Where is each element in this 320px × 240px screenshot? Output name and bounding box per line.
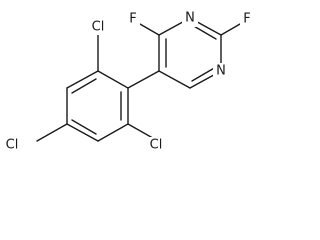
atom-label-cl-top: Cl bbox=[92, 20, 105, 35]
bond-ph4-ph5 bbox=[66, 123, 99, 142]
chemical-structure-diagram: F F N N Cl Cl Cl bbox=[1, 10, 254, 153]
bond-ph2-ph3-double bbox=[71, 78, 97, 94]
atom-cl-bottom-left: Cl bbox=[1, 137, 23, 153]
atom-label-n-bottom: N bbox=[216, 64, 226, 79]
bond-ph1-ph2 bbox=[97, 70, 129, 89]
atom-f-right: F bbox=[240, 11, 254, 27]
atom-f-top: F bbox=[126, 11, 140, 27]
atom-cl-top: Cl bbox=[87, 19, 109, 35]
atom-n-bottom: N bbox=[213, 63, 229, 80]
atom-label-cl-bottom-right: Cl bbox=[150, 138, 163, 153]
atom-labels: F F N N Cl Cl Cl bbox=[1, 10, 254, 153]
bonds bbox=[36, 17, 248, 142]
atom-cl-bottom-right: Cl bbox=[145, 137, 167, 153]
atom-n-top: N bbox=[182, 10, 198, 27]
atom-label-f-top: F bbox=[129, 12, 136, 27]
atom-label-f-right: F bbox=[243, 12, 250, 27]
bond-ph2-ph3 bbox=[66, 70, 99, 89]
bond-ph4-cl bbox=[36, 123, 68, 142]
atom-label-cl-bottom-left: Cl bbox=[6, 138, 19, 153]
bond-n3-c2-double bbox=[191, 24, 217, 40]
atom-label-n-top: N bbox=[185, 11, 195, 26]
bond-c6-c5 bbox=[158, 70, 191, 89]
bond-c5-aryl bbox=[127, 70, 160, 89]
bond-n1-c6-double bbox=[191, 66, 217, 82]
bond-ph4-ph5-double bbox=[71, 119, 97, 135]
bond-ph5-ph6 bbox=[97, 123, 129, 142]
